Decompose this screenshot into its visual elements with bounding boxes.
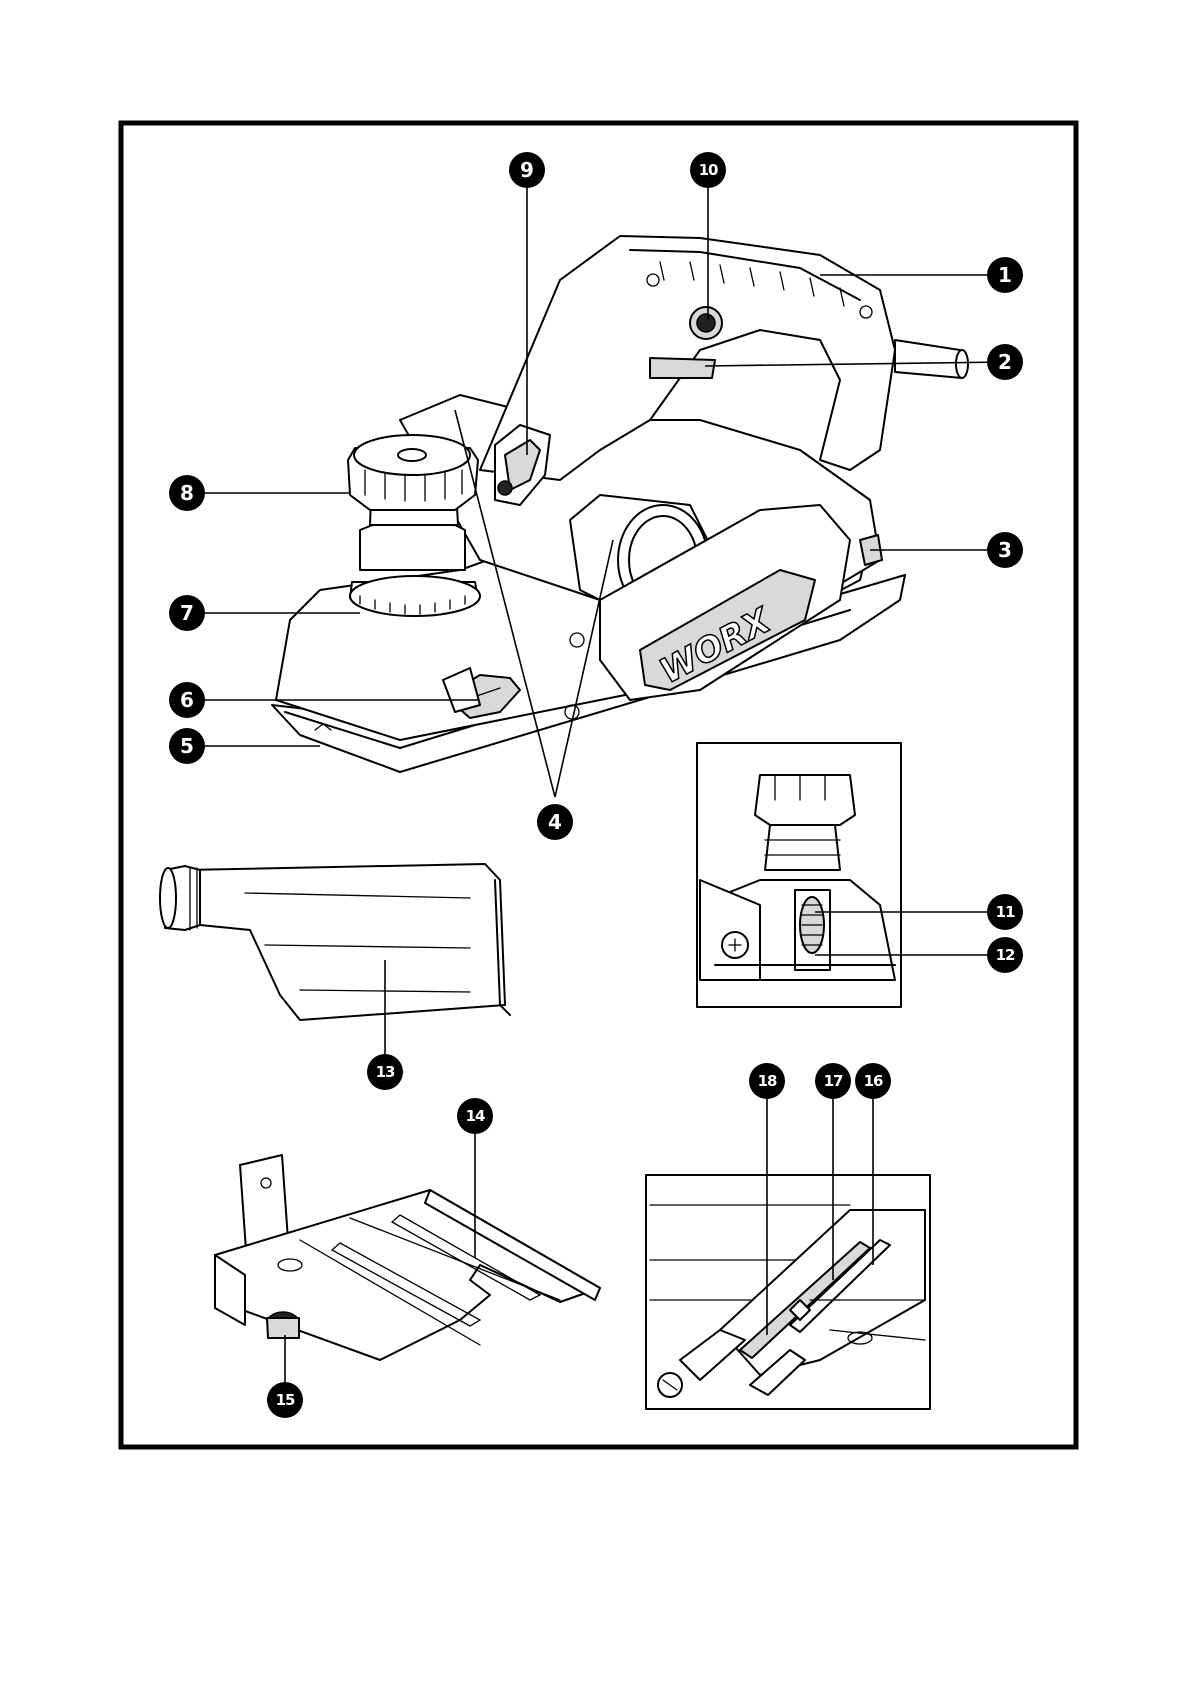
callout-15: 15 xyxy=(267,1382,303,1418)
callout-9: 9 xyxy=(509,152,545,188)
callout-5-label: 5 xyxy=(180,734,194,758)
callout-15-label: 15 xyxy=(276,1391,295,1409)
inset-blade-detail xyxy=(646,1175,930,1409)
callout-9-label: 9 xyxy=(520,158,534,182)
callout-10: 10 xyxy=(690,152,726,188)
callout-8-label: 8 xyxy=(180,481,194,505)
callout-13: 13 xyxy=(367,1054,403,1090)
callout-6-label: 6 xyxy=(180,688,194,712)
callout-5: 5 xyxy=(169,728,205,764)
parallel-fence xyxy=(215,1155,600,1360)
callout-3: 3 xyxy=(987,532,1023,568)
callout-7-label: 7 xyxy=(180,601,194,625)
callout-13-label: 13 xyxy=(376,1063,395,1081)
callout-8: 8 xyxy=(169,475,205,511)
callout-11: 11 xyxy=(987,894,1023,930)
callout-1-label: 1 xyxy=(998,263,1012,287)
callout-18: 18 xyxy=(749,1063,785,1099)
planer-illustration: WORX xyxy=(272,236,968,772)
callout-16-label: 16 xyxy=(864,1072,883,1090)
callout-17: 17 xyxy=(815,1063,851,1099)
callout-14-label: 14 xyxy=(466,1107,485,1125)
callout-7: 7 xyxy=(169,595,205,631)
callout-4: 4 xyxy=(537,804,573,840)
callout-16: 16 xyxy=(855,1063,891,1099)
callout-14: 14 xyxy=(457,1098,493,1134)
callout-17-label: 17 xyxy=(824,1072,843,1090)
callout-11-label: 11 xyxy=(996,903,1015,921)
callout-10-label: 10 xyxy=(699,161,718,179)
callout-2-label: 2 xyxy=(998,350,1012,374)
callout-18-label: 18 xyxy=(758,1072,777,1090)
callout-4-label: 4 xyxy=(548,810,562,834)
inset-depth-detail xyxy=(697,743,901,1007)
callout-2: 2 xyxy=(987,344,1023,380)
callout-1: 1 xyxy=(987,257,1023,293)
dust-bag xyxy=(160,864,510,1020)
callout-3-label: 3 xyxy=(998,538,1012,562)
callout-6: 6 xyxy=(169,682,205,718)
callout-12: 12 xyxy=(987,937,1023,973)
callout-12-label: 12 xyxy=(996,946,1015,964)
